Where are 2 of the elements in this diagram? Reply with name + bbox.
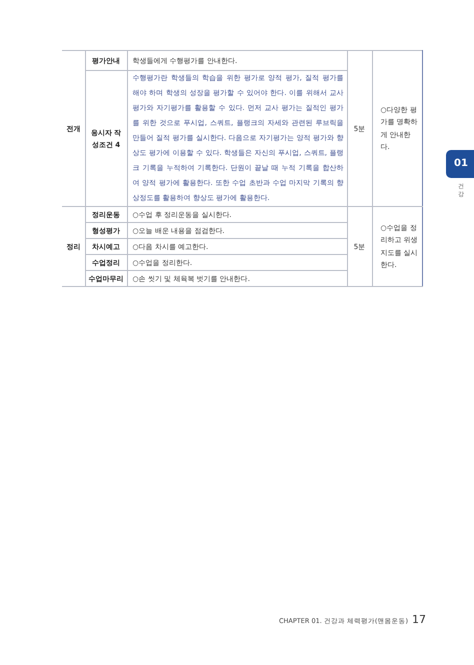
page-number: 17 xyxy=(412,613,426,626)
chapter-tab: 01 xyxy=(446,150,474,178)
